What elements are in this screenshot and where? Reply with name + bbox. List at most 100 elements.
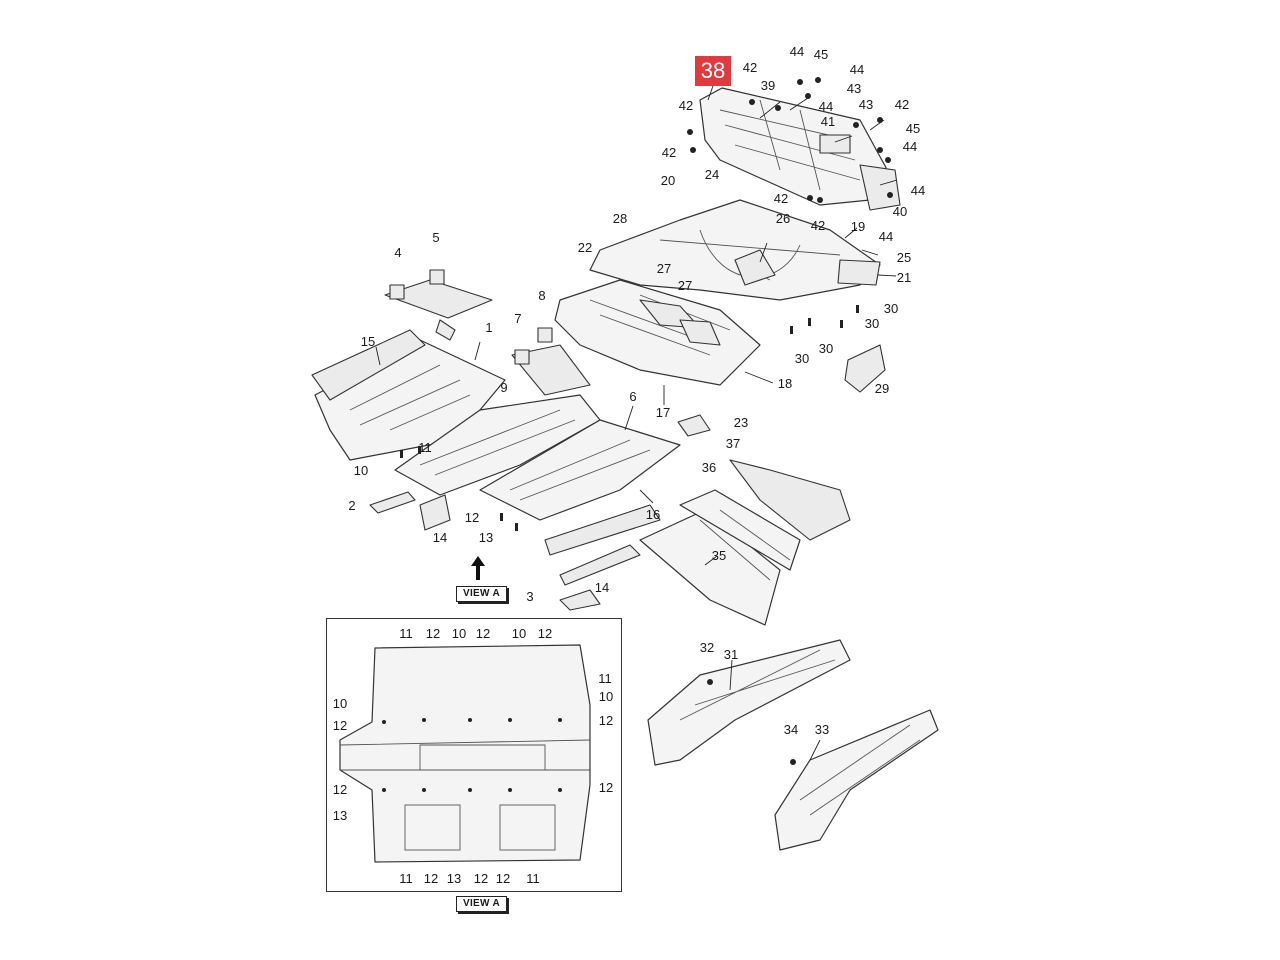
callout-9: 9 [500, 380, 508, 395]
part-sill-16[interactable] [544, 504, 661, 556]
part-side-members-35-36-37[interactable] [639, 459, 851, 626]
part-bracket-3[interactable] [559, 589, 601, 611]
inset-callout-10: 10 [332, 696, 348, 711]
callout-12: 12 [464, 510, 480, 525]
inset-callout-12: 12 [598, 780, 614, 795]
callout-22: 22 [577, 240, 593, 255]
inset-callout-13: 13 [446, 871, 462, 886]
callout-14: 14 [432, 530, 448, 545]
callout-42: 42 [678, 98, 694, 113]
callout-4: 4 [394, 245, 402, 260]
callout-30: 30 [883, 301, 899, 316]
highlighted-part-38-badge[interactable]: 38 [695, 56, 731, 86]
fasteners [400, 77, 893, 765]
view-a-inset-panel [326, 618, 622, 892]
callout-33: 33 [814, 722, 830, 737]
part-rear-crossmember-38[interactable] [699, 87, 901, 211]
callout-42: 42 [894, 97, 910, 112]
part-bracket-23[interactable] [677, 414, 711, 437]
callout-40: 40 [892, 204, 908, 219]
callout-45: 45 [813, 47, 829, 62]
callout-26: 26 [775, 211, 791, 226]
part-seat-crossmember-4-5[interactable] [384, 269, 493, 341]
inset-callout-11: 11 [526, 871, 540, 886]
callout-43: 43 [858, 97, 874, 112]
part-front-side-member-33[interactable] [774, 709, 939, 851]
callout-13: 13 [478, 530, 494, 545]
callout-42: 42 [810, 218, 826, 233]
callout-44: 44 [849, 62, 865, 77]
callout-27: 27 [677, 278, 693, 293]
inset-callout-12: 12 [332, 718, 348, 733]
callout-19: 19 [850, 219, 866, 234]
callout-7: 7 [514, 311, 522, 326]
inset-callout-12: 12 [475, 626, 491, 641]
inset-floor-outline [339, 644, 591, 863]
callout-30: 30 [864, 316, 880, 331]
callout-28: 28 [612, 211, 628, 226]
callout-42: 42 [742, 60, 758, 75]
callout-21: 21 [896, 270, 912, 285]
callout-24: 24 [704, 167, 720, 182]
callout-42: 42 [773, 191, 789, 206]
inset-callout-12: 12 [423, 871, 439, 886]
inset-callout-12: 12 [473, 871, 489, 886]
inset-callout-11: 11 [399, 626, 413, 641]
callout-23: 23 [733, 415, 749, 430]
part-seat-crossmember-7-8[interactable] [511, 327, 591, 396]
callout-18: 18 [777, 376, 793, 391]
callout-42: 42 [661, 145, 677, 160]
callout-5: 5 [432, 230, 440, 245]
callout-36: 36 [701, 460, 717, 475]
callout-20: 20 [660, 173, 676, 188]
callout-30: 30 [818, 341, 834, 356]
callout-32: 32 [699, 640, 715, 655]
callout-44: 44 [910, 183, 926, 198]
callout-1: 1 [485, 320, 493, 335]
view-arrow-icon [471, 556, 485, 580]
callout-15: 15 [360, 334, 376, 349]
inset-callout-10: 10 [511, 626, 527, 641]
view-a-inset-label: VIEW A [456, 896, 507, 912]
part-bracket-2[interactable] [369, 491, 416, 514]
inset-callout-12: 12 [332, 782, 348, 797]
inset-callout-12: 12 [425, 626, 441, 641]
part-front-side-member-31[interactable] [647, 639, 851, 766]
callout-39: 39 [760, 78, 776, 93]
inset-callout-12: 12 [598, 713, 614, 728]
callout-44: 44 [818, 99, 834, 114]
callout-44: 44 [878, 229, 894, 244]
inset-callout-11: 11 [399, 871, 413, 886]
callout-43: 43 [846, 81, 862, 96]
part-rear-floor-pan-19[interactable] [589, 199, 881, 301]
callout-3: 3 [526, 589, 534, 604]
callout-11: 11 [418, 440, 432, 455]
callout-31: 31 [723, 647, 739, 662]
callout-30: 30 [794, 351, 810, 366]
inset-callout-10: 10 [451, 626, 467, 641]
callout-45: 45 [905, 121, 921, 136]
inset-callout-13: 13 [332, 808, 348, 823]
part-reinforcement-14[interactable] [559, 544, 641, 586]
callout-41: 41 [820, 114, 836, 129]
callout-16: 16 [645, 507, 661, 522]
callout-8: 8 [538, 288, 546, 303]
part-bracket-29[interactable] [844, 344, 886, 393]
callout-27: 27 [656, 261, 672, 276]
view-a-label: VIEW A [456, 586, 507, 602]
callout-17: 17 [655, 405, 671, 420]
part-front-floor-right-6[interactable] [479, 419, 681, 521]
callout-10: 10 [353, 463, 369, 478]
part-reinforcement-14-left[interactable] [419, 494, 451, 531]
part-mid-floor-panel-18[interactable] [554, 279, 761, 386]
callout-14: 14 [594, 580, 610, 595]
callout-37: 37 [725, 436, 741, 451]
callout-25: 25 [896, 250, 912, 265]
inset-callout-12: 12 [537, 626, 553, 641]
callout-44: 44 [789, 44, 805, 59]
inset-callout-12: 12 [495, 871, 511, 886]
callout-29: 29 [874, 381, 890, 396]
callout-6: 6 [629, 389, 637, 404]
inset-callout-10: 10 [598, 689, 614, 704]
